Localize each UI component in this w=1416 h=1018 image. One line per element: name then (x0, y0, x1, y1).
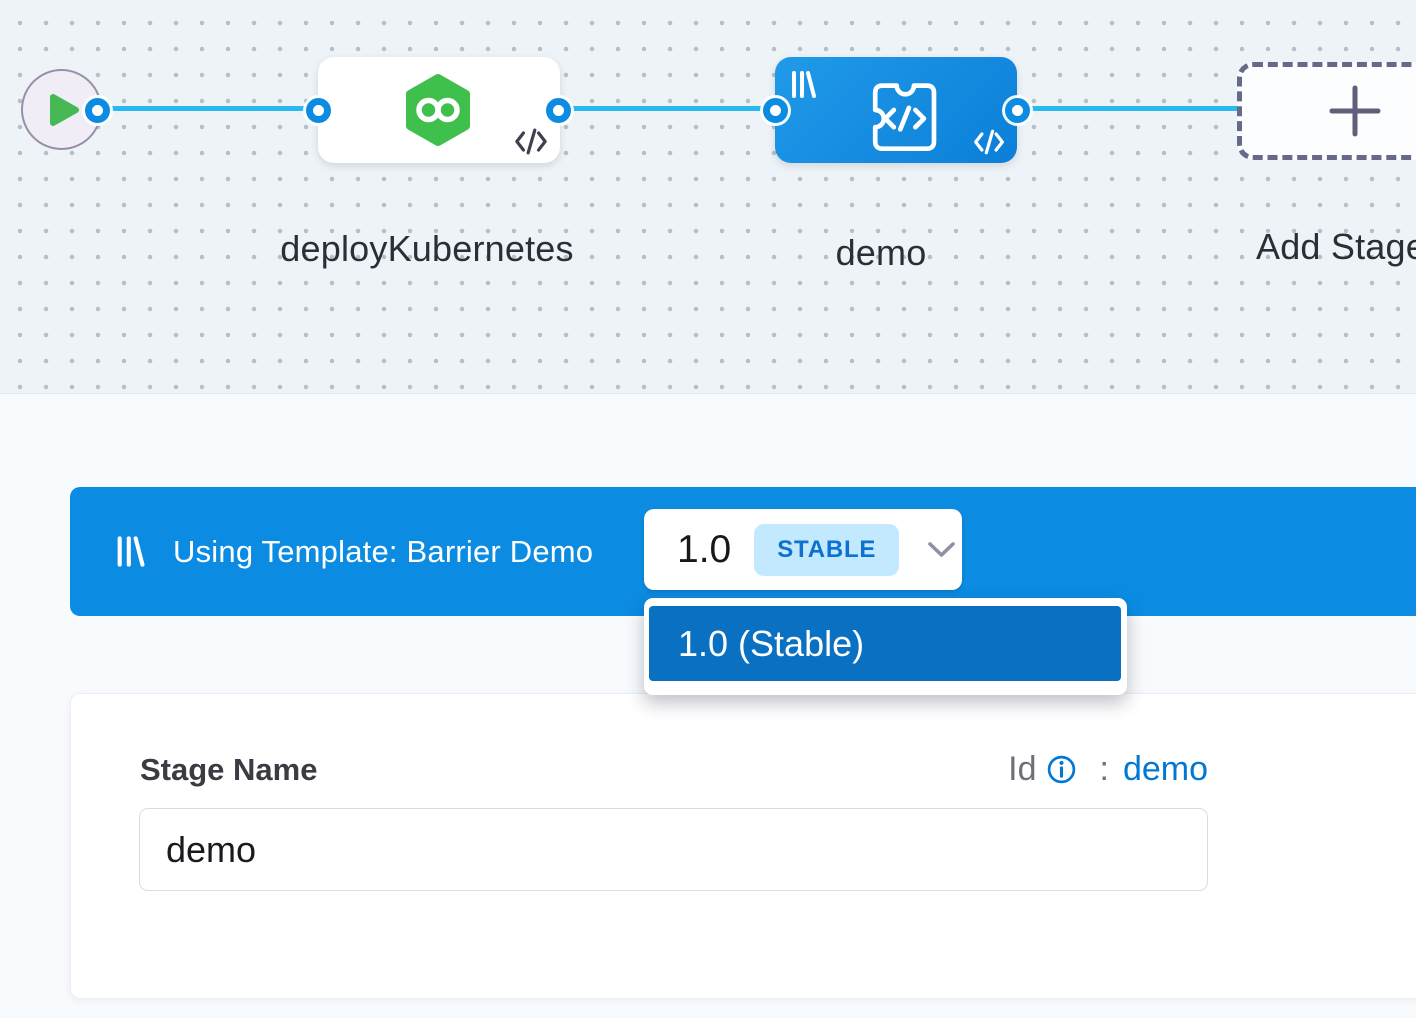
template-version-value: 1.0 (677, 527, 732, 571)
connector-line (558, 106, 775, 111)
connector-line (1017, 106, 1241, 111)
pipeline-canvas[interactable]: deployKubernetes demo Add Stage (0, 0, 1416, 394)
using-template-banner: Using Template: Barrier Demo (70, 487, 1416, 616)
connector-line (97, 106, 318, 111)
template-version-selector[interactable]: 1.0 STABLE (644, 509, 962, 590)
stable-badge: STABLE (754, 523, 900, 576)
version-dropdown-menu: 1.0 (Stable) (644, 598, 1127, 695)
chevron-down-icon[interactable] (926, 540, 957, 559)
stage-name-label: Stage Name (140, 752, 318, 787)
add-stage-label[interactable]: Add Stage (1256, 226, 1416, 267)
info-icon[interactable] (1046, 754, 1077, 785)
code-icon (974, 129, 1004, 155)
connector-port[interactable] (1005, 98, 1030, 123)
connector-port[interactable] (763, 98, 788, 123)
add-stage-button[interactable] (1237, 62, 1416, 160)
using-template-label: Using Template: Barrier Demo (173, 533, 594, 569)
id-label: Id (1008, 750, 1037, 788)
stage-name-input[interactable] (139, 808, 1208, 891)
custom-stage-icon (872, 83, 937, 152)
stage-label-deploykubernetes[interactable]: deployKubernetes (280, 228, 574, 269)
stage-node-demo[interactable] (775, 57, 1017, 163)
play-icon (50, 93, 79, 126)
plus-icon (1329, 85, 1381, 137)
connector-port[interactable] (85, 98, 110, 123)
connector-port[interactable] (306, 98, 331, 123)
version-dropdown-option[interactable]: 1.0 (Stable) (649, 606, 1121, 681)
connector-port[interactable] (546, 98, 571, 123)
template-library-icon (117, 536, 145, 567)
stage-id-value[interactable]: demo (1122, 750, 1208, 788)
id-separator: : (1099, 750, 1109, 788)
template-library-icon (792, 71, 816, 98)
stage-label-demo[interactable]: demo (835, 232, 927, 273)
code-icon (515, 128, 547, 155)
stage-node-deploykubernetes[interactable] (318, 57, 560, 163)
stage-id-row: Id : demo (1008, 750, 1208, 789)
harness-deploy-icon (406, 74, 470, 146)
